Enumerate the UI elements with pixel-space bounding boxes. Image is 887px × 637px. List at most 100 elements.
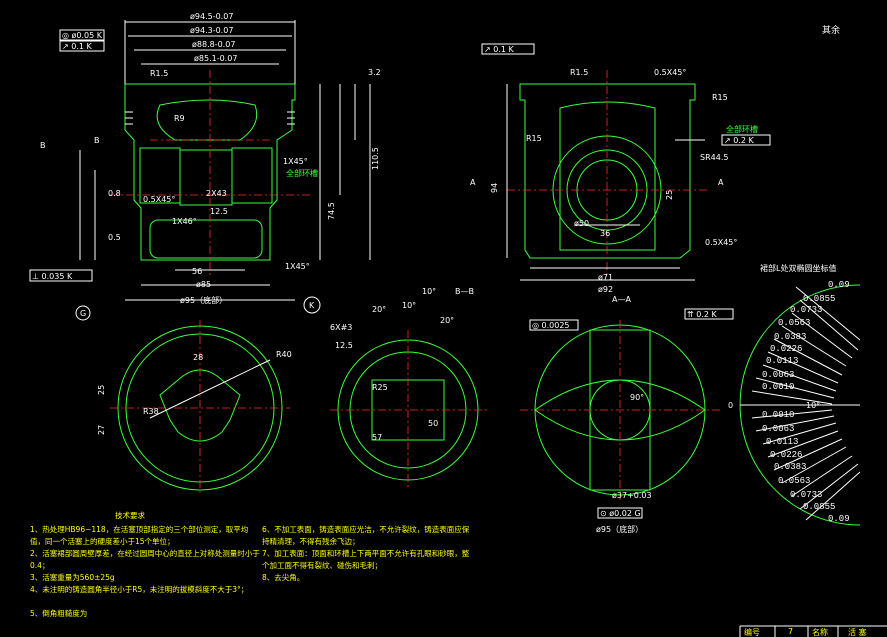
- svg-text:ø88.8-0.07: ø88.8-0.07: [192, 40, 235, 49]
- svg-text:ø50: ø50: [574, 219, 589, 228]
- ellipse-value: 0.0113: [766, 356, 799, 366]
- svg-text:ø95（底部）: ø95（底部）: [596, 524, 643, 534]
- ellipse-value: 0.0063: [762, 370, 795, 380]
- title-block-label-name: 名称: [812, 628, 828, 637]
- svg-text:ø94.5-0.07: ø94.5-0.07: [190, 12, 233, 21]
- svg-text:1X45°: 1X45°: [285, 262, 310, 271]
- svg-text:ø37+0.03: ø37+0.03: [612, 491, 652, 500]
- svg-text:B: B: [94, 136, 100, 145]
- svg-text:ø92: ø92: [598, 285, 613, 294]
- svg-text:A—A: A—A: [612, 295, 631, 304]
- ellipse-value: 0.0113: [766, 437, 799, 447]
- ellipse-value: 0.0010: [762, 410, 795, 420]
- svg-text:◎ ø0.05 K: ◎ ø0.05 K: [62, 31, 103, 40]
- svg-text:28: 28: [193, 353, 203, 362]
- svg-text:R1.5: R1.5: [150, 69, 168, 78]
- svg-text:0.5: 0.5: [108, 233, 121, 242]
- title-block-value-number: 7: [788, 627, 794, 636]
- svg-text:50: 50: [428, 419, 438, 428]
- ellipse-value: 0.0733: [790, 305, 823, 315]
- svg-text:1X46°: 1X46°: [172, 217, 197, 226]
- ellipse-value: 0.0563: [778, 318, 811, 328]
- svg-text:↗ 0.1 K: ↗ 0.1 K: [62, 42, 93, 51]
- section-b-b: R25 50 57 6X#3 12.5 20° 10° 20° 10° B—B: [330, 287, 490, 490]
- svg-text:K: K: [309, 301, 315, 310]
- ellipse-value: 0.0383: [774, 462, 807, 472]
- svg-text:0: 0: [728, 401, 733, 410]
- svg-text:ø95（底部）: ø95（底部）: [180, 295, 227, 305]
- svg-text:R40: R40: [276, 350, 292, 359]
- bottom-view-left: R40 28 R38 25 27: [97, 320, 292, 495]
- title-block: [739, 625, 887, 637]
- svg-text:90°: 90°: [630, 393, 644, 402]
- svg-text:↗ 0.2 K: ↗ 0.2 K: [724, 136, 755, 145]
- svg-text:⊙ ø0.02 G: ⊙ ø0.02 G: [600, 509, 641, 518]
- section-a-a: A—A ◎ 0.0025 ⇈ 0.2 K 90° ø37+0.03 ⊙ ø0.0…: [520, 295, 734, 534]
- ellipse-value: 0.0563: [778, 476, 811, 486]
- svg-text:12.5: 12.5: [335, 341, 353, 350]
- svg-text:1X45°: 1X45°: [283, 157, 308, 166]
- req-4: 4、未注明的铸造圆角半径小于R5，未注明的拔模斜度不大于3°；: [30, 585, 249, 594]
- svg-text:⇈ 0.2 K: ⇈ 0.2 K: [687, 310, 718, 319]
- ellipse-value: 0.0383: [774, 332, 807, 342]
- front-section-view: ø94.5-0.07 ø94.3-0.07 ø88.8-0.07 ø85.1-0…: [29, 12, 381, 321]
- svg-text:74.5: 74.5: [327, 202, 336, 220]
- svg-text:ø85.1-0.07: ø85.1-0.07: [194, 54, 237, 63]
- svg-text:B: B: [40, 141, 46, 150]
- svg-text:0.8: 0.8: [108, 189, 121, 198]
- ellipse-value: 0.0010: [762, 382, 795, 392]
- ellipse-value: 0.09: [828, 280, 850, 290]
- svg-text:57: 57: [372, 433, 382, 442]
- svg-text:↗ 0.1 K: ↗ 0.1 K: [484, 45, 515, 54]
- svg-text:0.5X45°: 0.5X45°: [654, 68, 686, 77]
- req-8: 8、去尖角。: [262, 573, 305, 582]
- svg-text:0.5X45°: 0.5X45°: [705, 238, 737, 247]
- svg-text:A: A: [470, 178, 476, 187]
- svg-text:ø71: ø71: [598, 273, 613, 282]
- svg-text:3.2: 3.2: [368, 68, 381, 77]
- svg-text:25: 25: [665, 190, 674, 200]
- svg-text:ø94.3-0.07: ø94.3-0.07: [190, 26, 233, 35]
- ellipse-table-title: 裙部L处双椭圆坐标值: [760, 264, 837, 273]
- ellipse-value: 0.0063: [762, 424, 795, 434]
- svg-text:全部环槽: 全部环槽: [286, 168, 318, 178]
- svg-text:R15: R15: [712, 93, 728, 102]
- svg-text:B—B: B—B: [455, 287, 474, 296]
- svg-text:SR44.5: SR44.5: [700, 153, 728, 162]
- svg-text:A: A: [718, 178, 724, 187]
- req-6: 6、不加工表面，铸造表面应光洁，不允许裂纹，铸造表面应保持精清理，不得有残余飞边…: [262, 525, 470, 546]
- ellipse-profile: 10° 0: [728, 284, 861, 526]
- svg-text:6X#3: 6X#3: [330, 323, 352, 332]
- svg-text:R15: R15: [526, 134, 542, 143]
- ellipse-values: 0.09 0.0855 0.0733 0.0563 0.0383 0.0226 …: [760, 272, 885, 532]
- tech-requirements: 技术要求 1、热处理HB96~118，在活塞顶部指定的三个部位测定，取平均值，同…: [30, 510, 470, 620]
- svg-text:R38: R38: [143, 407, 159, 416]
- svg-text:全部环槽: 全部环槽: [726, 124, 758, 134]
- title-block-value-name: 活 塞: [848, 628, 867, 637]
- req-7: 7、加工表面：顶面和环槽上下两平面不允许有孔眼和砂眼，整个加工面不得有裂纹、碰伤…: [262, 549, 470, 570]
- ellipse-value: 0.09: [828, 514, 850, 524]
- svg-text:⊥ 0.035 K: ⊥ 0.035 K: [32, 272, 73, 281]
- side-section-view: ø71 ø92 36 ø50 R15 R15 SR44.5 R1.5 0.5X4…: [470, 43, 771, 294]
- svg-text:ø85: ø85: [196, 280, 211, 289]
- svg-text:20°: 20°: [372, 305, 386, 314]
- svg-text:R9: R9: [174, 114, 185, 123]
- ellipse-value: 0.0226: [770, 344, 803, 354]
- ellipse-value: 0.0855: [803, 502, 836, 512]
- svg-text:10°: 10°: [422, 287, 436, 296]
- svg-text:25: 25: [97, 385, 106, 395]
- req-3: 3、活塞重量为560±25g: [30, 573, 115, 582]
- svg-text:56: 56: [192, 267, 202, 276]
- svg-text:R1.5: R1.5: [570, 68, 588, 77]
- svg-text:36: 36: [600, 229, 610, 238]
- req-2: 2、活塞裙部圆周壁厚差，在经过圆周中心的直径上对称处测量时小于0.4；: [30, 549, 260, 570]
- title-block-label-number: 编号: [744, 628, 760, 637]
- other-surfaces-note: 其余: [822, 26, 841, 36]
- svg-text:10°: 10°: [806, 401, 820, 410]
- svg-text:20°: 20°: [440, 316, 454, 325]
- svg-text:◎ 0.0025: ◎ 0.0025: [532, 321, 570, 330]
- svg-text:10°: 10°: [402, 301, 416, 310]
- svg-text:94: 94: [490, 183, 499, 193]
